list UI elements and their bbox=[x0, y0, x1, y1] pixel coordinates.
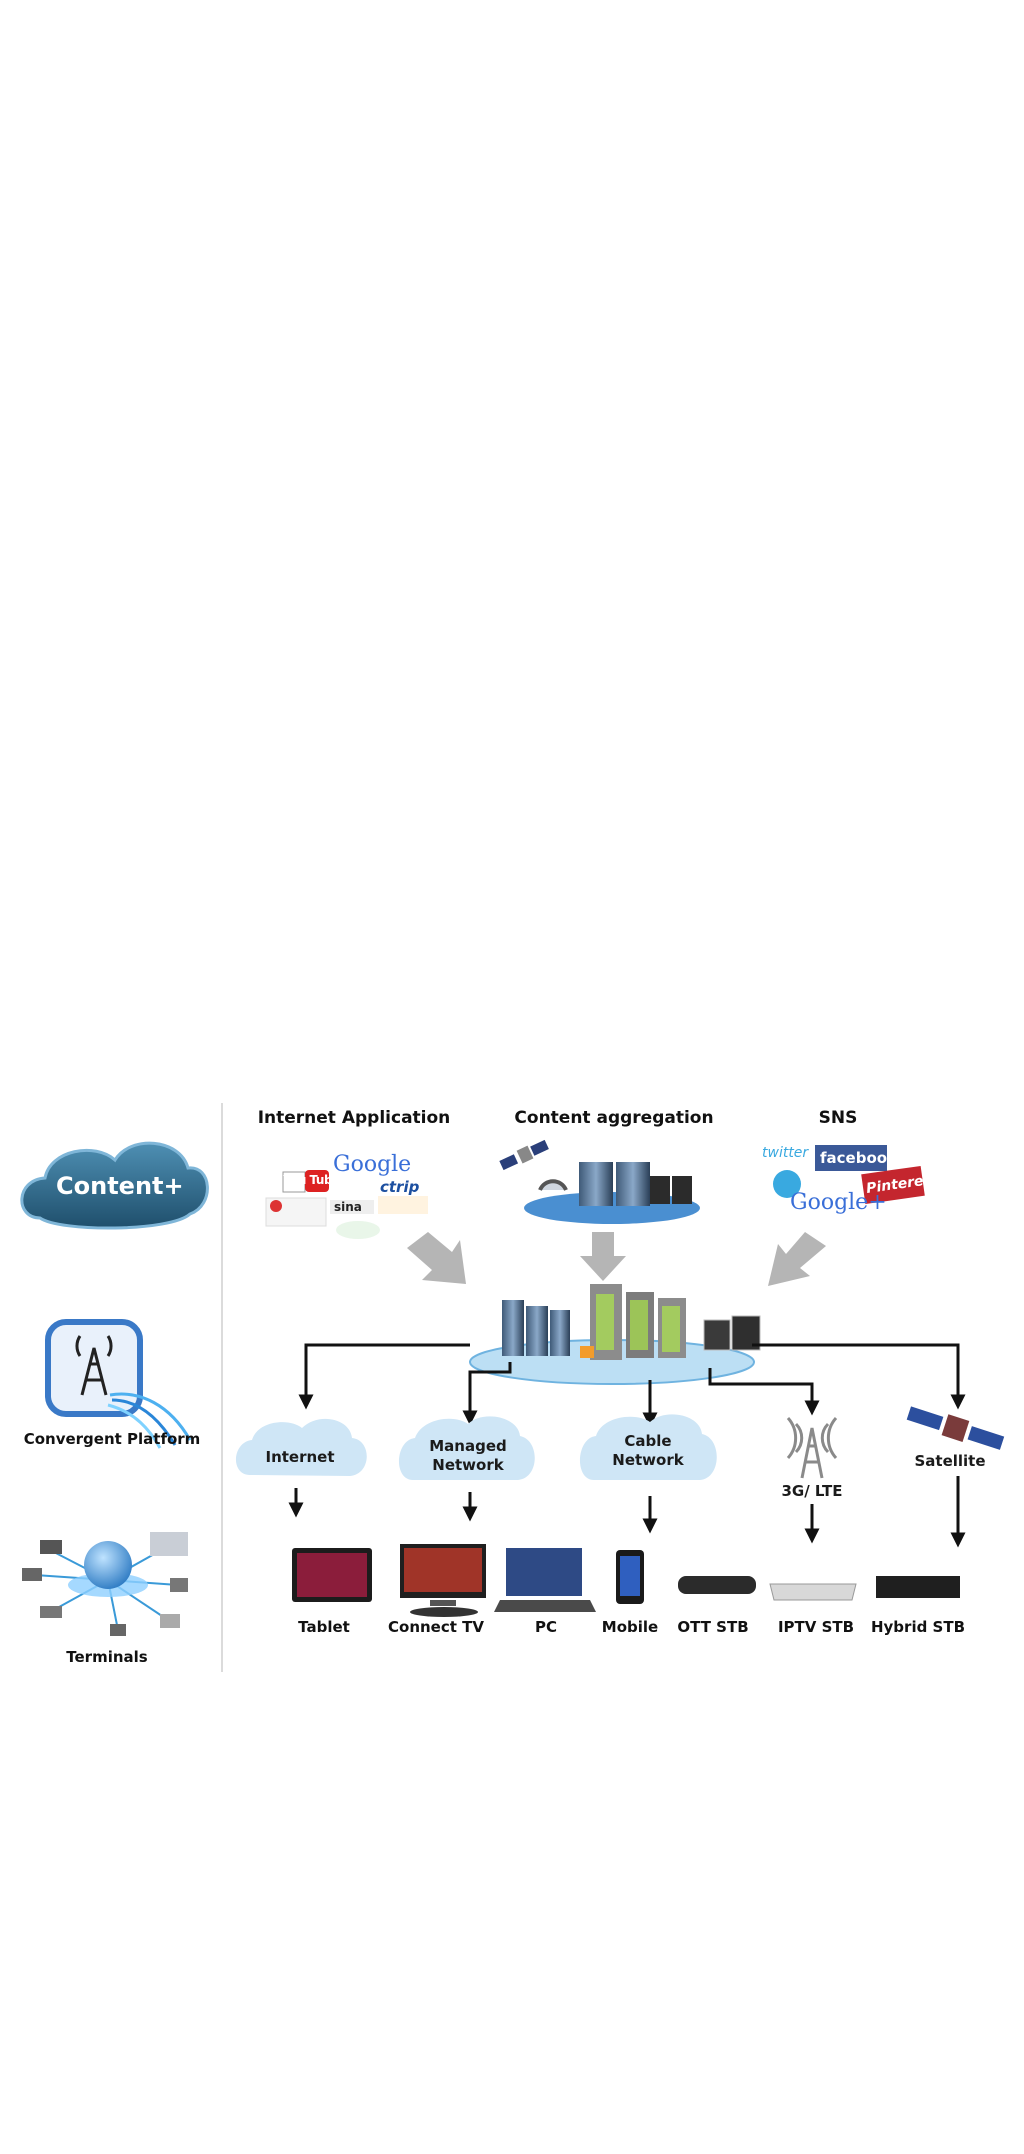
feed-arrows bbox=[407, 1232, 826, 1286]
terminals-cluster-icon bbox=[22, 1532, 188, 1636]
network-cable-line2: Network bbox=[612, 1451, 684, 1469]
facebook-logo: facebook bbox=[820, 1149, 898, 1167]
network-lte-label: 3G/ LTE bbox=[781, 1482, 843, 1500]
platform-label: Convergent Platform bbox=[23, 1430, 201, 1448]
sns-logos bbox=[773, 1145, 925, 1205]
terminal-label: OTT STB bbox=[677, 1618, 749, 1636]
internet-app-logos bbox=[265, 1170, 428, 1239]
network-satellite-label: Satellite bbox=[914, 1452, 986, 1470]
terminal-label: IPTV STB bbox=[777, 1618, 855, 1636]
terminal-label: Tablet bbox=[298, 1618, 350, 1636]
terminal-label: Connect TV bbox=[388, 1618, 484, 1636]
network-clouds bbox=[235, 1414, 717, 1480]
twitter-logo: twitter bbox=[762, 1145, 809, 1161]
distribution-lines bbox=[288, 1343, 966, 1548]
network-internet-label: Internet bbox=[265, 1448, 335, 1466]
terminal-devices bbox=[292, 1544, 960, 1617]
ctrip-logo: ctrip bbox=[380, 1178, 420, 1196]
aggregation-icon bbox=[499, 1139, 700, 1224]
heading-sns: SNS bbox=[818, 1108, 858, 1128]
heading-content-aggregation: Content aggregation bbox=[514, 1108, 714, 1128]
satellite-icon bbox=[906, 1406, 1005, 1450]
google-logo: Google bbox=[333, 1152, 412, 1177]
network-managed-line1: Managed bbox=[429, 1437, 507, 1455]
lte-tower-icon bbox=[786, 1417, 838, 1479]
network-managed-label: Managed Network bbox=[418, 1437, 518, 1475]
network-managed-line2: Network bbox=[432, 1456, 504, 1474]
terminal-label: PC bbox=[534, 1618, 558, 1636]
youtube-logo: You Tube bbox=[283, 1173, 340, 1187]
central-platform-icon bbox=[469, 1284, 761, 1385]
heading-internet-application: Internet Application bbox=[257, 1108, 451, 1128]
google-plus-logo: Google+ bbox=[790, 1190, 887, 1215]
terminal-label: Mobile bbox=[601, 1618, 659, 1636]
sina-logo: sina bbox=[334, 1200, 362, 1214]
platform-icon bbox=[45, 1319, 192, 1449]
terminals-label: Terminals bbox=[66, 1648, 148, 1666]
content-cloud-label: Content+ bbox=[56, 1172, 184, 1200]
terminal-label: Hybrid STB bbox=[870, 1618, 966, 1636]
network-cable-label: Cable Network bbox=[598, 1432, 698, 1470]
network-cable-line1: Cable bbox=[624, 1432, 672, 1450]
content-cloud bbox=[20, 1141, 209, 1230]
